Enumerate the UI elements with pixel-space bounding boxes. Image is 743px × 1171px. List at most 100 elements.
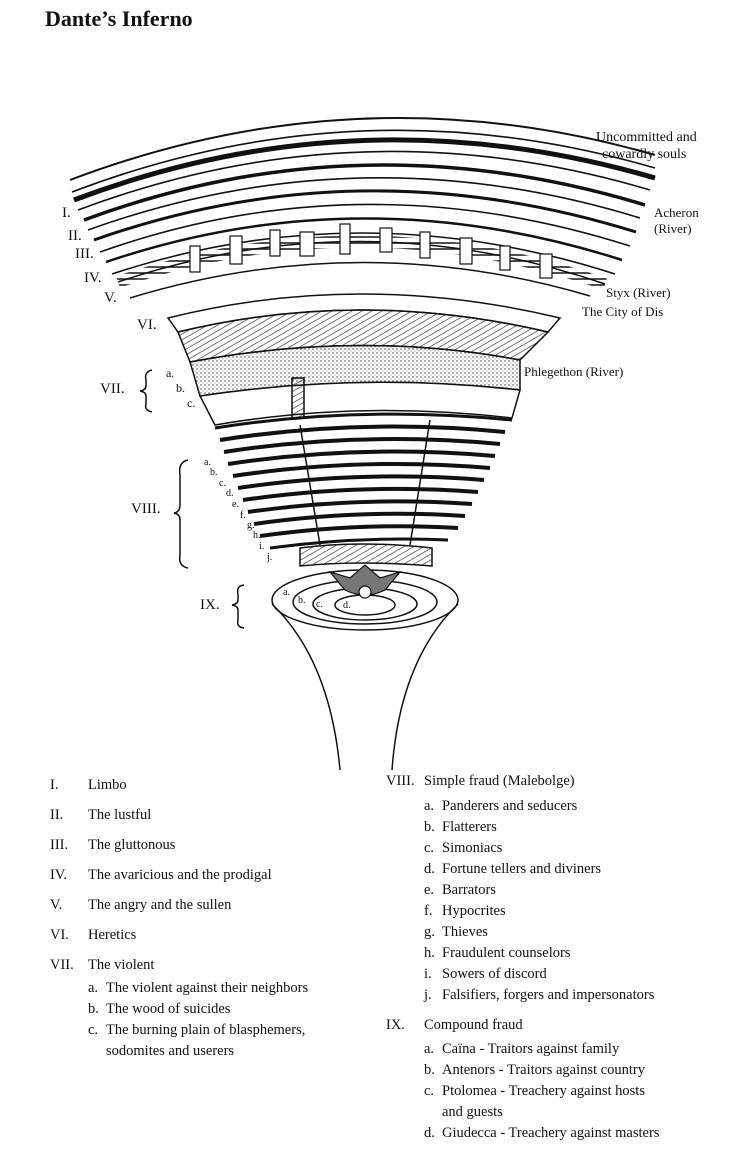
legend-sub-text: Giudecca - Treachery against masters (442, 1125, 660, 1141)
legend-item: V.The angry and the sullen (50, 897, 231, 914)
legend-sub-text: Panderers and seducers (442, 798, 578, 814)
legend-sub-item: f.Hypocrites (424, 903, 506, 920)
marker-i: I. (62, 205, 71, 221)
legend-num: VI. (50, 927, 69, 943)
legend-item: III. The gluttonous (50, 837, 175, 854)
vii-sub-b: b. (176, 381, 185, 395)
legend-letter: g. (424, 924, 435, 940)
legend-text: The violent (88, 957, 155, 973)
label-acheron-1: Acheron (654, 205, 699, 220)
legend-text: Heretics (88, 927, 137, 943)
legend-sub-text: Sowers of discord (442, 966, 547, 982)
legend-num: II. (50, 807, 64, 823)
legend-letter: h. (424, 945, 435, 961)
legend-sub-item: c.Simoniacs (424, 840, 502, 857)
legend-item: IV. The avaricious and the prodigal (50, 867, 272, 884)
legend-sub-text: sodomites and userers (106, 1043, 235, 1059)
circle-vi-band (166, 293, 562, 363)
viii-sub-d: d. (226, 488, 234, 499)
legend-letter: b. (88, 1001, 99, 1017)
legend-sub-item: a.The violent against their neighbors (88, 980, 308, 997)
inferno-diagram (69, 116, 656, 770)
legend-text: The lustful (88, 807, 152, 823)
legend-num: IV. (50, 867, 68, 883)
legend-num: VII. (50, 957, 74, 973)
ix-sub-a: a. (283, 587, 290, 598)
malebolge-bands (214, 412, 513, 550)
legend-letter: a. (88, 980, 99, 996)
legend-text: The avaricious and the prodigal (88, 867, 272, 883)
viii-sub-a: a. (204, 457, 211, 468)
ix-sub-d: d. (343, 600, 351, 611)
legend-letter: f. (424, 903, 433, 919)
legend-sub-text: The wood of suicides (106, 1001, 231, 1017)
legend-sub-item: d.Giudecca - Treachery against masters (424, 1125, 659, 1142)
marker-ix: IX. (200, 597, 220, 613)
legend-sub-text: Fortune tellers and diviners (442, 861, 602, 877)
marker-ii: II. (68, 228, 82, 244)
marker-vii: VII. (100, 381, 125, 397)
viii-sub-i: i. (259, 541, 265, 552)
label-acheron-2: (River) (654, 221, 692, 236)
legend-sub-item: e.Barrators (424, 882, 496, 899)
vii-sub-a: a. (166, 366, 175, 380)
legend-sub-text: Barrators (442, 882, 496, 898)
legend-letter: a. (424, 798, 435, 814)
braces (139, 369, 245, 629)
legend-letter: c. (424, 1083, 435, 1099)
legend-sub-text: Falsifiers, forgers and impersonators (442, 987, 655, 1003)
viii-sub-c: c. (219, 478, 226, 489)
legend-sub-text: Ptolomea - Treachery against hosts (442, 1083, 645, 1099)
legend-item: VI. Heretics (50, 927, 136, 944)
legend-item: VIII.Simple fraud (Malebolge) (386, 773, 575, 790)
legend-letter: d. (424, 861, 435, 877)
legend-letter: a. (424, 1041, 435, 1057)
viii-sub-b: b. (210, 467, 218, 478)
label-uncommitted-1: Uncommitted and (596, 130, 697, 145)
circle-vii-band (189, 344, 521, 426)
legend-sub-item: a. Caïna - Traitors against family (424, 1041, 619, 1058)
legend-text: Limbo (88, 777, 127, 793)
legend-sub-item: g. Thieves (424, 924, 488, 941)
city-of-dis (116, 223, 607, 299)
marker-iii: III. (75, 246, 94, 262)
ix-sub-c: c. (316, 599, 323, 610)
legend-num: IX. (386, 1017, 405, 1033)
legend-num: VIII. (386, 773, 415, 789)
page-title: Dante’s Inferno (45, 6, 193, 31)
legend-sub-text: and guests (442, 1104, 503, 1120)
viii-sub-f: f. (240, 510, 246, 521)
legend-text: The gluttonous (88, 837, 176, 853)
legend-item: IX.Compound fraud (386, 1017, 523, 1034)
viii-sub-j: j. (267, 552, 273, 563)
marker-vi: VI. (137, 317, 157, 333)
legend-sub-item: h.Fraudulent counselors (424, 945, 570, 962)
legend-sub-text: Thieves (442, 924, 488, 940)
legend-item: II. The lustful (50, 807, 151, 824)
legend-sub-item: b. The wood of suicides (88, 1001, 230, 1018)
legend-sub-item: a. Panderers and seducers (424, 798, 577, 815)
legend-letter: b. (424, 819, 435, 835)
marker-iv: IV. (84, 270, 102, 286)
legend-sub-item: c.The burning plain of blasphemers, (88, 1022, 305, 1039)
ix-sub-b: b. (298, 595, 306, 606)
legend-sub-text: The burning plain of blasphemers, (106, 1022, 306, 1038)
legend-item: VII. The violent (50, 957, 154, 974)
label-phlegethon: Phlegethon (River) (524, 364, 624, 379)
marker-viii: VIII. (131, 501, 161, 517)
label-uncommitted-2: cowardly souls (602, 147, 687, 162)
legend-num: III. (50, 837, 69, 853)
viii-sub-g: g. (247, 520, 255, 531)
legend-letter: c. (424, 840, 435, 856)
legend-item: I. Limbo (50, 777, 127, 794)
legend-sub-text: Caïna - Traitors against family (442, 1041, 620, 1057)
legend-sub-item: i.Sowers of discord (424, 966, 547, 983)
legend-letter: j. (424, 987, 432, 1003)
legend-num: I. (50, 777, 59, 793)
marker-v: V. (104, 290, 117, 306)
viii-sub-e: e. (232, 499, 239, 510)
legend-sub-item: and guests (424, 1104, 503, 1121)
lucifer-figure (328, 564, 402, 599)
label-city-of-dis: The City of Dis (582, 304, 664, 319)
legend-text: The angry and the sullen (88, 897, 232, 913)
